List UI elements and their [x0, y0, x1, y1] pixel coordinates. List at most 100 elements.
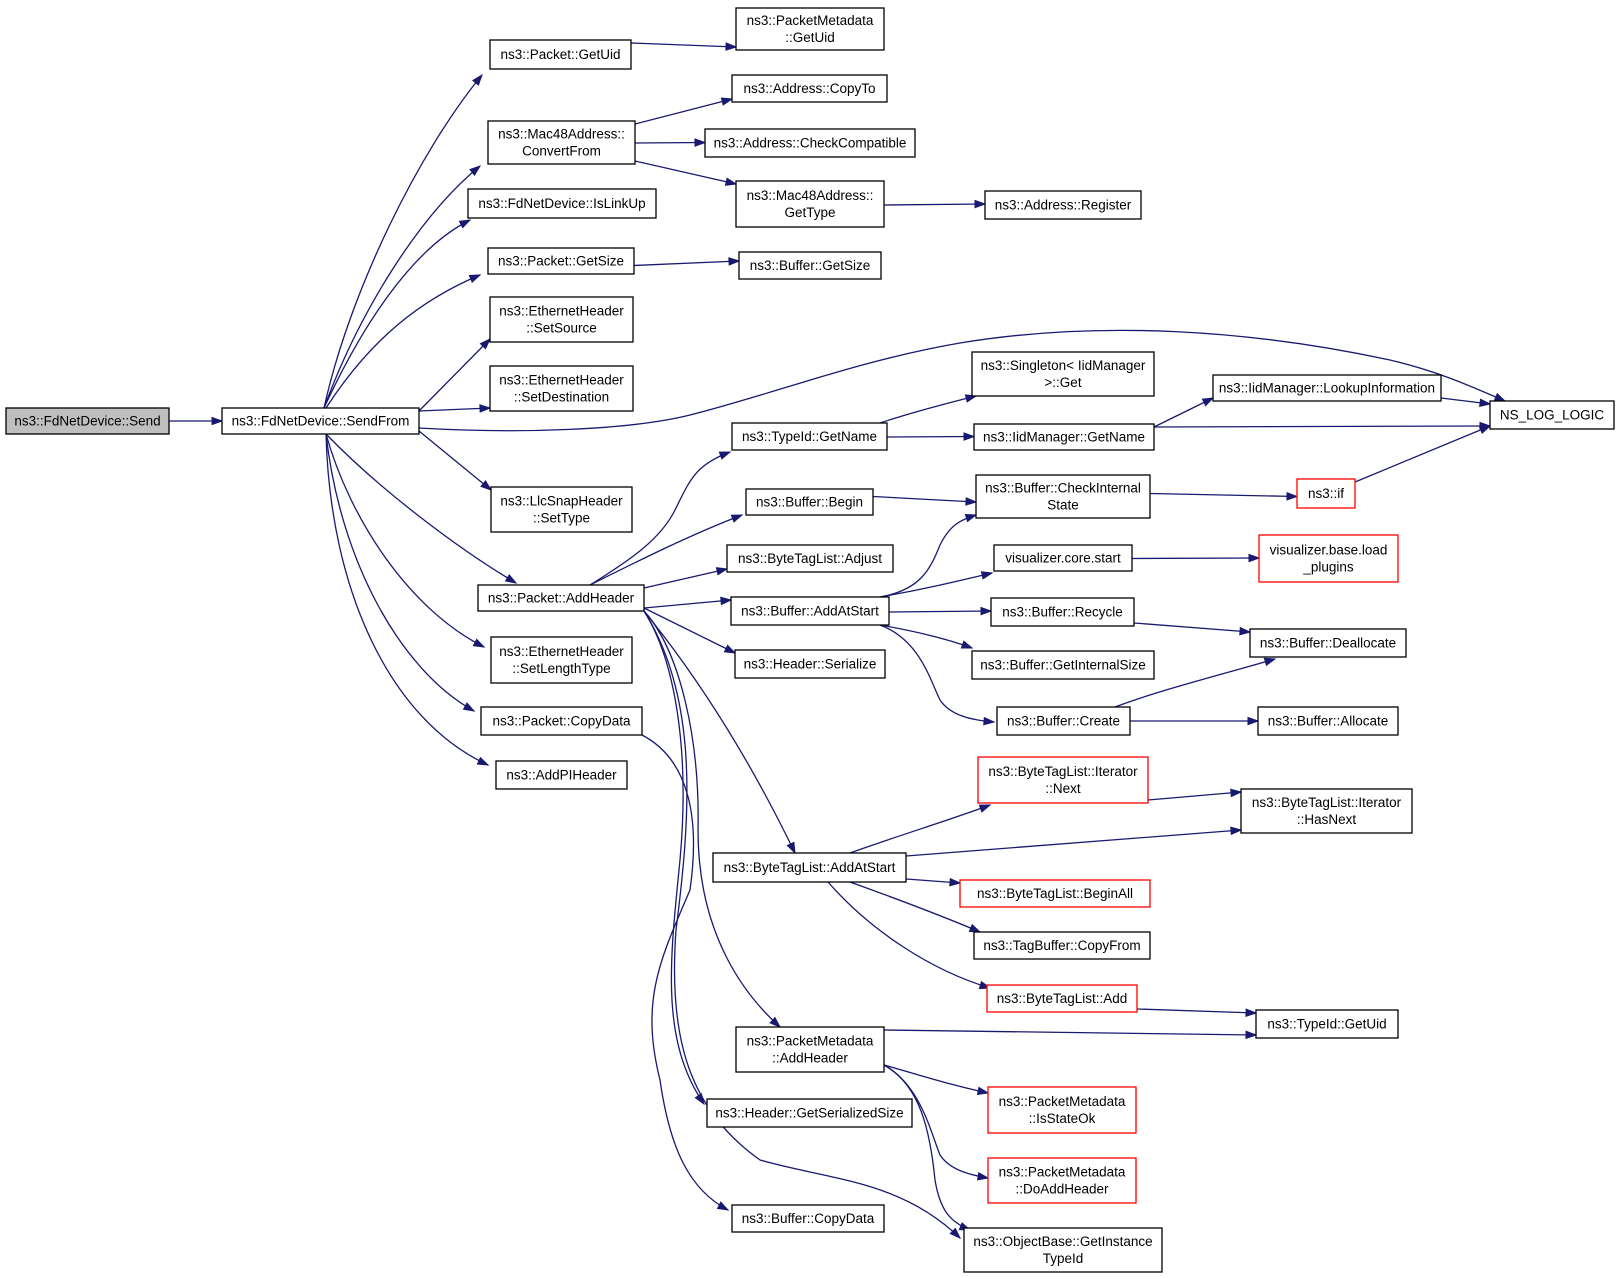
node-buf-addatstart[interactable]: ns3::Buffer::AddAtStart — [730, 596, 890, 626]
node-tagbuf-copyfrom[interactable]: ns3::TagBuffer::CopyFrom — [973, 931, 1151, 960]
arrowhead — [949, 1227, 962, 1240]
node-pm-doaddheader[interactable]: ns3::PacketMetadata::DoAddHeader — [987, 1157, 1137, 1204]
node-label: ns3::ByteTagList::Iterator — [988, 764, 1138, 779]
arrowhead — [1263, 657, 1277, 667]
arrowhead — [769, 1016, 782, 1028]
node-addpiheader[interactable]: ns3::AddPIHeader — [495, 760, 628, 790]
node-addr-checkcompat[interactable]: ns3::Address::CheckCompatible — [704, 128, 916, 158]
node-mac48-gettype[interactable]: ns3::Mac48Address::GetType — [735, 180, 885, 228]
node-iid-getname[interactable]: ns3::IidManager::GetName — [973, 423, 1155, 451]
node-box — [738, 251, 882, 280]
node-box — [963, 1227, 1163, 1273]
node-box — [973, 931, 1151, 960]
node-buf-create[interactable]: ns3::Buffer::Create — [996, 706, 1131, 736]
node-box — [221, 407, 420, 435]
node-box — [489, 296, 634, 343]
node-btl-add[interactable]: ns3::ByteTagList::Add — [986, 984, 1138, 1013]
node-eth-setlentype[interactable]: ns3::EthernetHeader::SetLengthType — [490, 636, 633, 684]
node-label: ns3::Mac48Address:: — [498, 127, 625, 142]
node-label: ns3::Singleton< IidManager — [981, 358, 1146, 373]
edge-line — [879, 624, 995, 723]
node-mac48-convertfrom[interactable]: ns3::Mac48Address::ConvertFrom — [487, 120, 636, 165]
node-hdr-getserializedsize[interactable]: ns3::Header::GetSerializedSize — [706, 1098, 913, 1128]
edge-pkt_addheader-to-typeid_getname — [589, 451, 732, 586]
edge-line — [418, 338, 491, 412]
node-label: ns3::Buffer::AddAtStart — [741, 604, 879, 619]
arrowhead — [964, 394, 978, 403]
edge-line — [418, 430, 492, 491]
edge-line — [827, 881, 991, 989]
node-buf-begin[interactable]: ns3::Buffer::Begin — [745, 488, 874, 516]
node-label: ns3::FdNetDevice::SendFrom — [232, 414, 410, 429]
node-btl-adjust[interactable]: ns3::ByteTagList::Adjust — [726, 544, 894, 573]
arrowhead — [723, 644, 737, 654]
arrowhead — [980, 571, 994, 580]
arrowhead — [1245, 1008, 1258, 1017]
node-box — [730, 596, 890, 626]
node-vis-core-start[interactable]: visualizer.core.start — [993, 544, 1133, 572]
edge-line — [325, 433, 475, 712]
node-buf-getinternalsize[interactable]: ns3::Buffer::GetInternalSize — [971, 650, 1155, 680]
edge-ns3_if-to-ns_log_logic — [1354, 425, 1492, 483]
edge-line — [1153, 425, 1491, 428]
node-typeid-getuid[interactable]: ns3::TypeId::GetUid — [1255, 1009, 1399, 1039]
node-box — [735, 180, 885, 228]
node-box — [996, 706, 1131, 736]
edge-line — [1147, 791, 1242, 801]
edge-mac48_convertfrom-to-mac48_gettype — [634, 160, 738, 186]
edge-line — [643, 610, 961, 1239]
edge-line — [323, 219, 471, 409]
edge-line — [879, 395, 977, 424]
node-llc-settype[interactable]: ns3::LlcSnapHeader::SetType — [490, 486, 633, 533]
node-btl-iter-hasnext[interactable]: ns3::ByteTagList::Iterator::HasNext — [1240, 788, 1413, 834]
node-label: ns3::ByteTagList::Add — [997, 991, 1128, 1006]
node-btl-beginall[interactable]: ns3::ByteTagList::BeginAll — [959, 879, 1151, 908]
node-buf-deallocate[interactable]: ns3::Buffer::Deallocate — [1249, 628, 1407, 658]
node-box — [1489, 400, 1615, 430]
node-eth-setsource[interactable]: ns3::EthernetHeader::SetSource — [489, 296, 634, 343]
node-buf-getsize[interactable]: ns3::Buffer::GetSize — [738, 251, 882, 280]
node-box — [735, 7, 885, 51]
node-label: ns3::Packet::GetUid — [500, 47, 620, 62]
edge-line — [643, 607, 736, 654]
node-pm-addheader[interactable]: ns3::PacketMetadata::AddHeader — [735, 1026, 885, 1073]
node-sendfrom[interactable]: ns3::FdNetDevice::SendFrom — [221, 407, 420, 435]
edge-pkt_getsize-to-buf_getsize — [633, 257, 741, 267]
node-pkt-getsize[interactable]: ns3::Packet::GetSize — [487, 247, 635, 275]
node-hdr-serialize[interactable]: ns3::Header::Serialize — [734, 649, 886, 679]
edge-line — [325, 433, 485, 648]
node-ns3-if[interactable]: ns3::if — [1296, 478, 1356, 509]
node-iid-lookup[interactable]: ns3::IidManager::LookupInformation — [1212, 374, 1442, 402]
node-label: _plugins — [1302, 560, 1354, 575]
edge-line — [643, 610, 781, 1028]
node-pm-getuid[interactable]: ns3::PacketMetadata::GetUid — [735, 7, 885, 51]
node-btl-addatstart[interactable]: ns3::ByteTagList::AddAtStart — [712, 852, 907, 883]
node-btl-iter-next[interactable]: ns3::ByteTagList::Iterator::Next — [977, 756, 1149, 804]
node-pkt-addheader[interactable]: ns3::Packet::AddHeader — [477, 584, 645, 612]
edge-buf_checkinternal-to-ns3_if — [1149, 491, 1299, 501]
node-pkt-copydata[interactable]: ns3::Packet::CopyData — [480, 706, 643, 736]
node-send[interactable]: ns3::FdNetDevice::Send — [5, 407, 170, 435]
edge-buf_addatstart-to-vis_core_start — [879, 571, 994, 598]
node-label: ns3::TypeId::GetUid — [1267, 1017, 1386, 1032]
node-pkt-getuid[interactable]: ns3::Packet::GetUid — [489, 39, 632, 70]
edge-line — [630, 42, 737, 48]
node-addr-register[interactable]: ns3::Address::Register — [984, 190, 1142, 220]
arrowhead — [965, 497, 978, 506]
edge-line — [325, 274, 481, 409]
node-singleton-get[interactable]: ns3::Singleton< IidManager>::Get — [971, 351, 1155, 397]
node-vis-base-load[interactable]: visualizer.base.load_plugins — [1258, 534, 1399, 583]
node-buf-allocate[interactable]: ns3::Buffer::Allocate — [1257, 706, 1399, 736]
node-eth-setdest[interactable]: ns3::EthernetHeader::SetDestination — [489, 365, 634, 412]
node-addr-copyto[interactable]: ns3::Address::CopyTo — [731, 74, 888, 103]
node-typeid-getname[interactable]: ns3::TypeId::GetName — [731, 422, 888, 451]
node-islinkup[interactable]: ns3::FdNetDevice::IsLinkUp — [467, 188, 657, 219]
edge-line — [589, 451, 731, 586]
node-ns-log-logic[interactable]: NS_LOG_LOGIC — [1489, 400, 1615, 430]
node-buf-copydata[interactable]: ns3::Buffer::CopyData — [731, 1204, 885, 1233]
node-buf-recycle[interactable]: ns3::Buffer::Recycle — [990, 597, 1135, 627]
edge-sendfrom-to-eth_setlentype — [325, 433, 486, 648]
node-pm-isstateok[interactable]: ns3::PacketMetadata::IsStateOk — [987, 1086, 1137, 1134]
